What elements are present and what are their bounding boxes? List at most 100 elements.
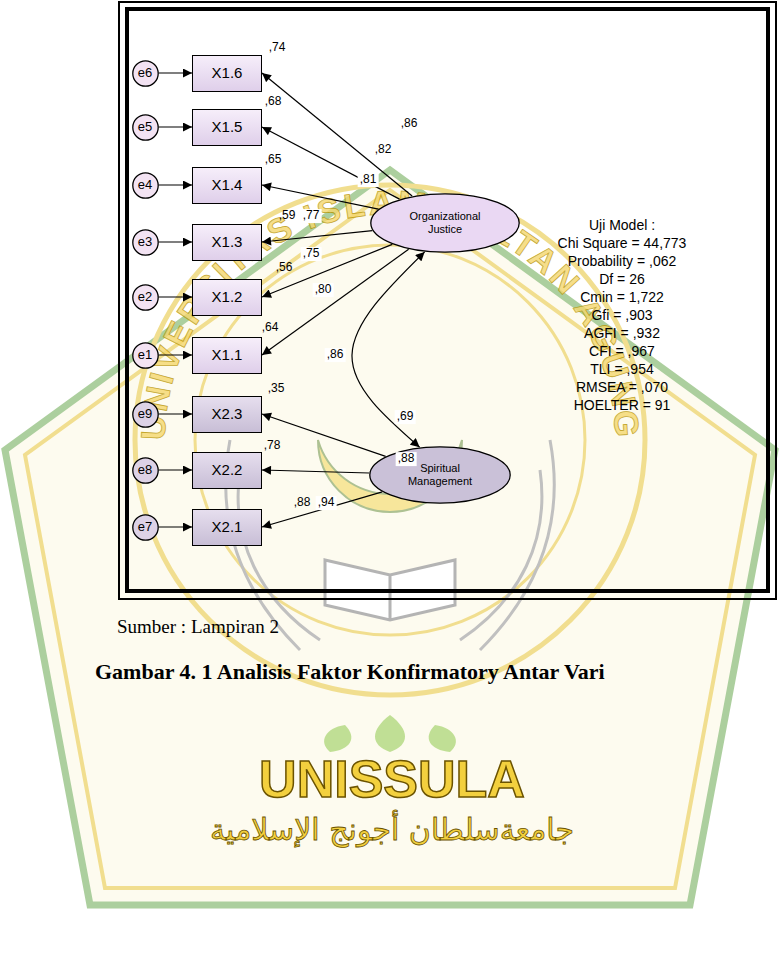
path-arrow — [159, 354, 193, 355]
path-arrow — [159, 296, 193, 297]
logo-leaf — [324, 725, 351, 752]
indicator-box: X1.4 — [192, 167, 262, 204]
loading-value: ,77 — [301, 209, 322, 223]
error-outline — [132, 342, 157, 367]
path-arrow — [159, 241, 193, 242]
error-circle: e5 — [132, 114, 159, 141]
node-text: X2.3 — [212, 405, 243, 422]
figure-caption: Gambar 4. 1 Analisis Faktor Konfirmatory… — [95, 659, 605, 684]
error-circle: e8 — [132, 457, 159, 484]
node-text: e1 — [138, 348, 152, 363]
error-outline — [132, 229, 157, 254]
loading-value: ,82 — [373, 143, 394, 157]
path-arrow — [262, 127, 400, 199]
node-text: e2 — [138, 290, 152, 305]
latent-ellipse: Organizational Justice — [370, 193, 520, 253]
error-circle: e3 — [132, 229, 159, 256]
covariance-arrow — [352, 252, 425, 447]
indicator-box: X1.3 — [192, 224, 262, 261]
loading-value: ,75 — [301, 247, 322, 261]
node-text: e6 — [138, 66, 152, 81]
r-square-value: ,74 — [269, 41, 286, 55]
frame-inner — [127, 9, 768, 591]
path-arrow — [262, 470, 369, 473]
node-text: X1.6 — [212, 64, 243, 81]
node-text: Spiritual Management — [395, 462, 485, 487]
node-text: e3 — [138, 235, 152, 250]
path-arrow — [262, 185, 378, 209]
node-text: X1.1 — [212, 346, 243, 363]
node-text: X2.2 — [212, 461, 243, 478]
indicator-box: X2.3 — [192, 396, 262, 433]
fit-statistic: CFI = ,967 — [589, 343, 655, 359]
path-arrow — [262, 414, 386, 456]
indicator-box: X2.1 — [192, 509, 262, 546]
r-square-value: ,59 — [279, 209, 296, 223]
error-circle: e4 — [132, 172, 159, 199]
watermark-text: جامعةسلطان أجونج الإسلامية — [210, 813, 574, 848]
node-text: X1.5 — [212, 118, 243, 135]
path-arrow — [262, 492, 382, 527]
node-text: e8 — [138, 463, 152, 478]
node-text: X2.1 — [212, 518, 243, 535]
fit-statistic: Chi Square = 44,773 — [558, 235, 687, 251]
node-text: X1.3 — [212, 233, 243, 250]
path-arrow — [159, 469, 193, 470]
path-arrow — [262, 73, 412, 196]
error-circle: e1 — [132, 342, 159, 369]
loading-value: ,86 — [399, 117, 420, 131]
loading-value: ,69 — [395, 410, 416, 424]
node-text: e7 — [138, 520, 152, 535]
watermark-arc-text: UNIVERSITAS ISLAM SULTAN AGUNG — [134, 183, 647, 441]
node-text: Organizational Justice — [397, 210, 493, 235]
node-text: e5 — [138, 120, 152, 135]
logo-shield — [5, 170, 775, 905]
path-arrow — [262, 249, 409, 355]
error-outline — [132, 114, 157, 139]
error-circle: e6 — [132, 60, 159, 87]
indicator-box: X1.6 — [192, 55, 262, 92]
node-text: X1.4 — [212, 176, 243, 193]
logo-group — [5, 170, 775, 905]
error-outline — [132, 401, 157, 426]
node-text: X1.2 — [212, 288, 243, 305]
loading-value: ,88 — [396, 452, 417, 466]
r-square-value: ,56 — [276, 261, 293, 275]
watermark-arc-text: UNIVERSITAS ISLAM SULTAN AGUNG — [134, 183, 647, 441]
error-circle: e9 — [132, 401, 159, 428]
node-text: e9 — [138, 407, 152, 422]
error-outline — [132, 172, 157, 197]
path-arrow — [262, 231, 372, 242]
node-text: e4 — [138, 178, 152, 193]
r-square-value: ,65 — [265, 153, 282, 167]
indicator-box: X1.1 — [192, 337, 262, 374]
r-square-value: ,68 — [265, 95, 282, 109]
error-outline — [132, 284, 157, 309]
indicator-box: X2.2 — [192, 452, 262, 489]
fit-statistic: Cmin = 1,722 — [580, 289, 664, 305]
fit-statistic: Uji Model : — [589, 217, 655, 233]
latent-outline — [371, 194, 519, 252]
watermark-text: UNISSULA — [259, 750, 525, 810]
r-square-value: ,78 — [264, 439, 281, 453]
error-outline — [132, 457, 157, 482]
path-arrow — [159, 126, 193, 127]
fit-statistic: Gfi = ,903 — [591, 307, 652, 323]
path-arrow — [159, 184, 193, 185]
path-arrow — [159, 526, 193, 527]
logo-shield-inner — [25, 190, 755, 888]
fit-statistic: TLI = ,954 — [590, 361, 653, 377]
frame-outer — [119, 2, 776, 599]
fit-statistic: HOELTER = 91 — [574, 397, 671, 413]
error-circle: e7 — [132, 514, 159, 541]
latent-ellipse: Spiritual Management — [369, 446, 511, 504]
path-arrow — [262, 244, 392, 297]
fit-statistic: Df = 26 — [599, 271, 645, 287]
loading-value: ,80 — [313, 283, 334, 297]
loading-value: ,81 — [358, 173, 379, 187]
loading-value: ,86 — [325, 348, 346, 362]
error-outline — [132, 60, 157, 85]
fit-statistic: AGFI = ,932 — [584, 325, 660, 341]
path-arrow — [159, 72, 193, 73]
